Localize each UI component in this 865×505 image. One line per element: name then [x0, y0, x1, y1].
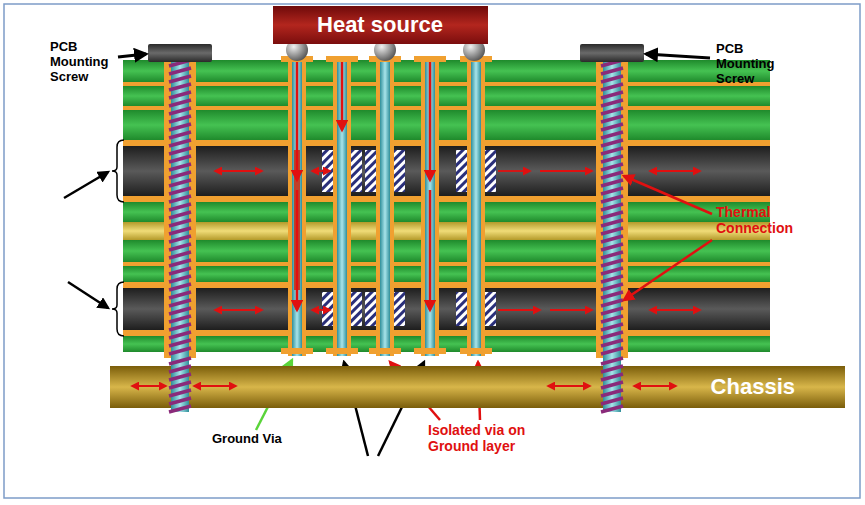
screw-tail — [169, 356, 191, 412]
arrow — [498, 170, 530, 172]
via — [369, 56, 401, 356]
pcb-layer — [123, 60, 770, 82]
chassis-label: Chassis — [711, 374, 833, 400]
arrow — [624, 240, 712, 300]
arrow — [215, 309, 262, 311]
screw-tail — [601, 356, 623, 412]
arrow — [650, 170, 700, 172]
pcb-layer — [123, 222, 770, 240]
arrow — [312, 170, 330, 172]
via — [326, 56, 358, 356]
arrow — [118, 54, 146, 57]
arrow — [215, 170, 262, 172]
arrow — [646, 54, 710, 58]
pcb-layer — [123, 288, 770, 330]
pcb-layer — [123, 336, 770, 352]
arrow — [624, 176, 712, 214]
heat-source-label: Heat source — [317, 12, 443, 38]
via — [281, 56, 313, 356]
arrow — [341, 62, 344, 130]
pcb-layer — [123, 82, 770, 86]
heat-arrow — [548, 385, 590, 387]
part-label: PCB Mounting Screw — [50, 40, 116, 85]
brace — [112, 140, 124, 202]
pcb-layer — [123, 110, 770, 140]
part-label: Ground Via — [212, 432, 302, 447]
pcb-layer — [123, 282, 770, 288]
arrow — [429, 190, 432, 310]
heat-source-box: Heat source — [273, 6, 488, 44]
via — [460, 56, 492, 356]
frame — [4, 4, 860, 498]
chassis-band: Chassis — [110, 366, 845, 408]
callout-label: Thermal Connection — [716, 204, 816, 236]
pcb-layer — [123, 266, 770, 282]
pcb-layer — [123, 140, 770, 146]
pcb-layer — [123, 202, 770, 222]
pcb-layer — [123, 86, 770, 106]
arrow — [296, 62, 299, 180]
arrow — [429, 62, 432, 180]
arrow — [312, 309, 330, 311]
arrow — [650, 309, 700, 311]
arrow — [540, 170, 592, 172]
pcb-layer — [123, 330, 770, 336]
arrow — [68, 282, 108, 308]
arrow — [550, 309, 592, 311]
arrow — [498, 309, 540, 311]
arrow — [296, 190, 299, 310]
heat-arrow — [634, 385, 676, 387]
brace — [112, 282, 124, 336]
pcb-layer — [123, 106, 770, 110]
heat-arrow — [132, 385, 166, 387]
callout-label: Isolated via on Ground layer — [428, 422, 578, 454]
arrow — [64, 172, 108, 198]
mounting-screw — [148, 44, 212, 358]
via — [414, 56, 446, 356]
pcb-layer — [123, 240, 770, 262]
pcb-stack — [123, 60, 770, 352]
pcb-layer — [123, 146, 770, 196]
heat-arrow — [194, 385, 236, 387]
part-label: PCB Mounting Screw — [716, 42, 786, 87]
